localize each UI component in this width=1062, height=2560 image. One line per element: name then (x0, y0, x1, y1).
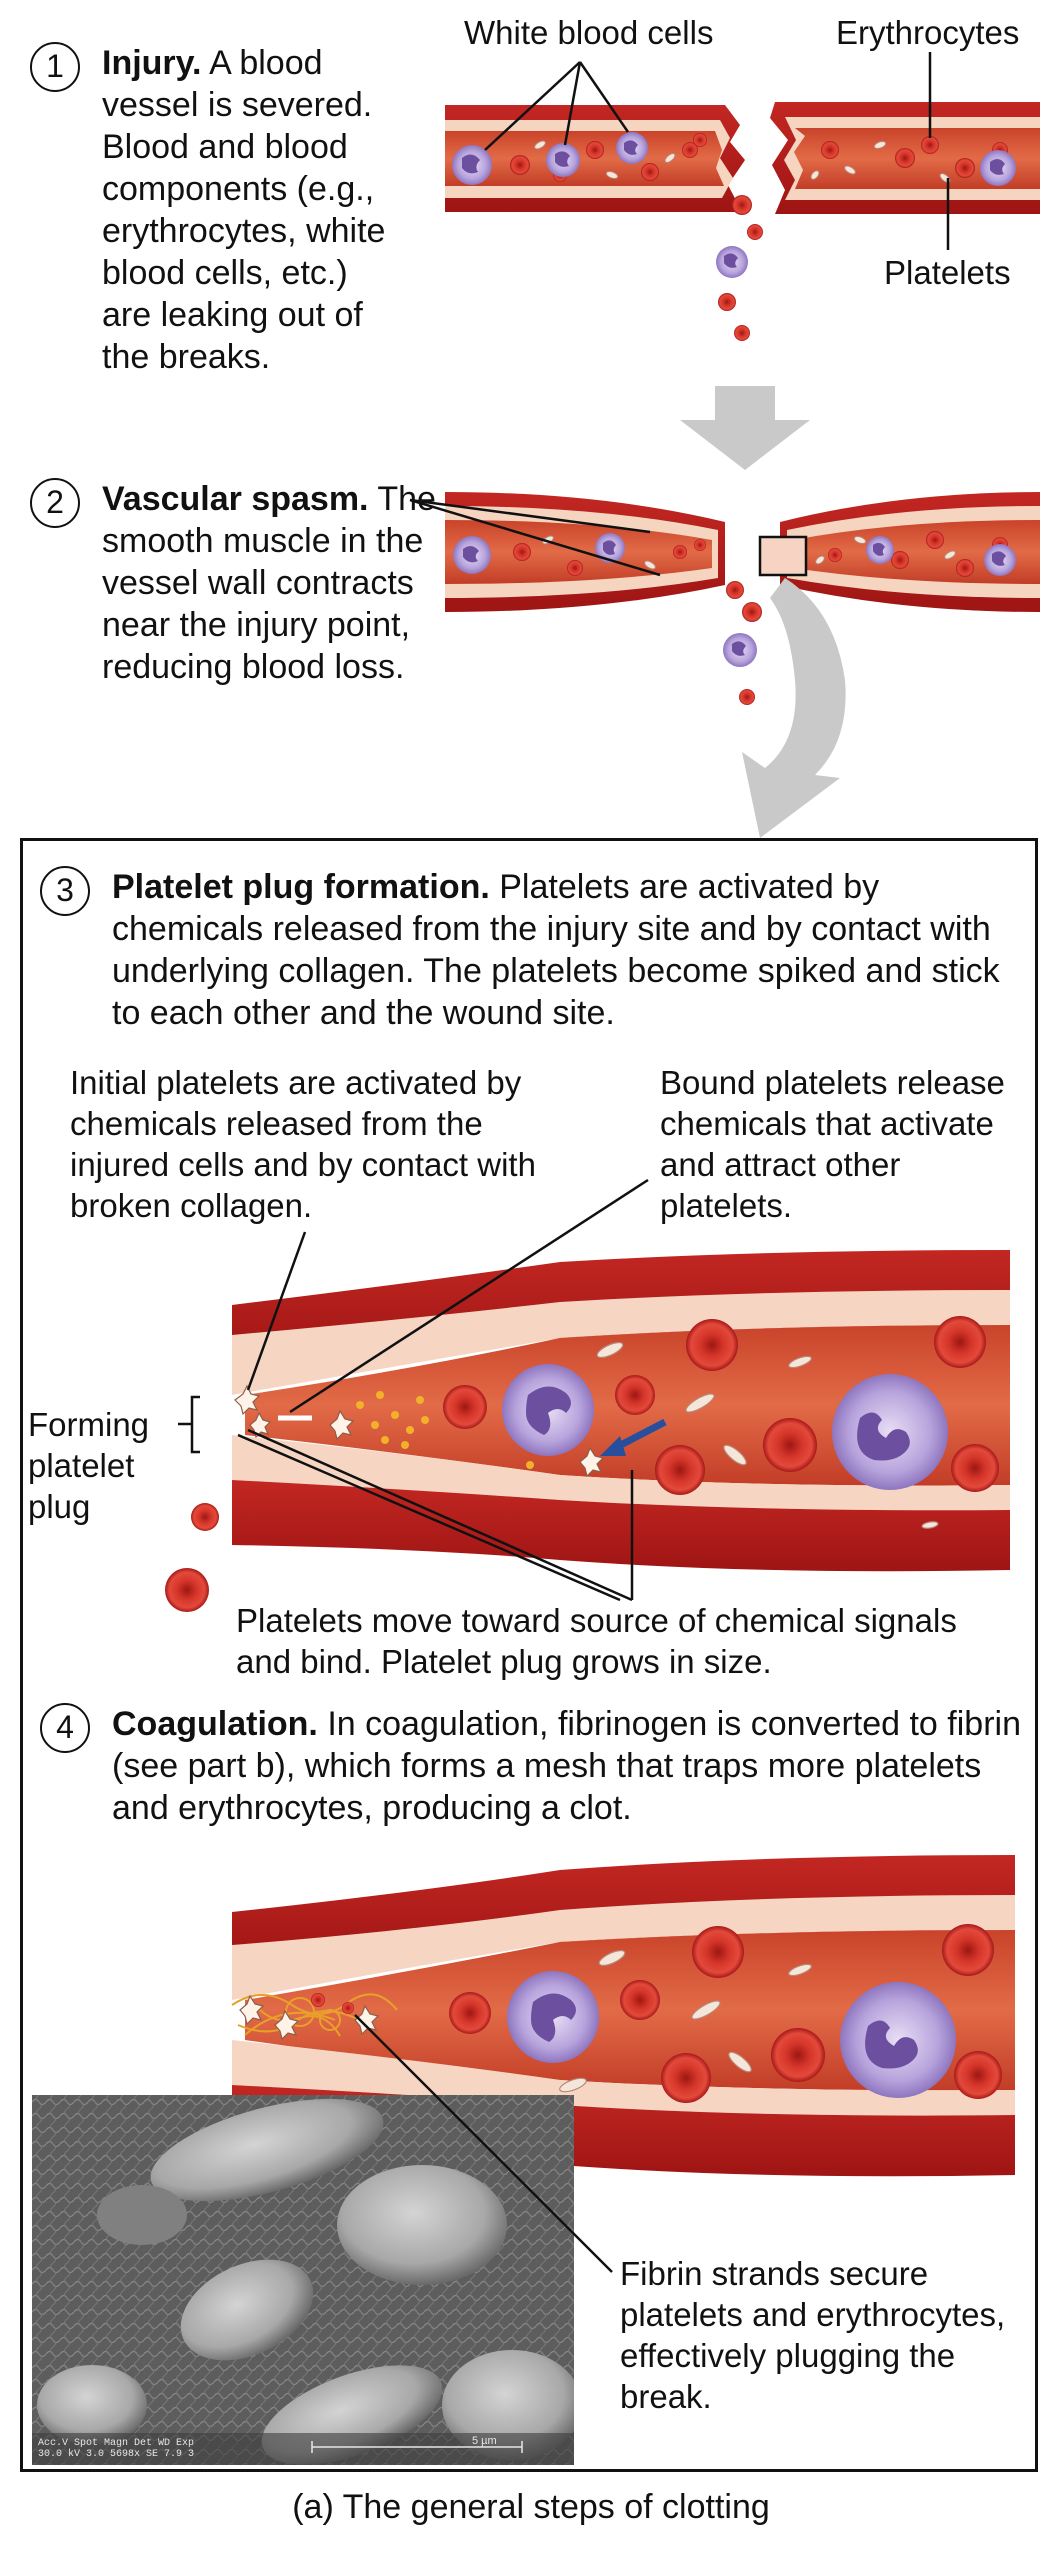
detail-panel (20, 838, 1038, 2472)
step2-body: The smooth muscle in the vessel wall con… (102, 480, 436, 686)
step-number-3: 3 (40, 866, 90, 916)
label-forming-plug-1: Forming (28, 1406, 150, 1443)
label-platelets: Platelets (884, 254, 1011, 291)
sem-scalebar-label: 5 µm (472, 2435, 497, 2447)
step3-heading: Platelet plug formation. (112, 868, 490, 906)
step1-description: Injury. A blood vessel is severed. Blood… (102, 42, 402, 378)
step1-heading: Injury. (102, 44, 202, 82)
step-number-4: 4 (40, 1703, 90, 1753)
label-forming-plug-3: plug (28, 1488, 91, 1525)
movement-arrow (600, 1418, 667, 1456)
label-forming-plug-2: platelet (28, 1447, 135, 1484)
step2-vessel (409, 492, 1040, 705)
label-fibrin-strands: Fibrin strands secure platelets and eryt… (620, 2255, 1006, 2415)
step1-leader-lines (484, 52, 950, 250)
down-arrow (680, 386, 810, 470)
step4-description: Coagulation. In coagulation, fibrinogen … (112, 1703, 1022, 1829)
step1-vessel (445, 52, 1040, 341)
label-bound-platelets: Bound platelets release chemicals that a… (660, 1064, 1005, 1224)
sem-micrograph-image: Acc.V Spot Magn Det WD Exp 30.0 kV 3.0 5… (32, 2095, 574, 2465)
step3-leukocytes (502, 1364, 948, 1490)
label-initial-platelets: Initial platelets are activated by chemi… (70, 1064, 536, 1224)
sem-micrograph: Acc.V Spot Magn Det WD Exp 30.0 kV 3.0 5… (32, 2095, 574, 2465)
fibrin-clot (231, 1993, 398, 2037)
label-white-blood-cells: White blood cells (464, 14, 714, 51)
step4-heading: Coagulation. (112, 1705, 318, 1743)
label-erythrocytes: Erythrocytes (836, 14, 1020, 51)
step3-erythrocytes (443, 1316, 999, 1495)
step-number-1: 1 (30, 42, 80, 92)
step3-description: Platelet plug formation. Platelets are a… (112, 866, 1022, 1034)
leukocyte-group (452, 132, 1016, 186)
leaking-cells (716, 195, 763, 341)
figure-caption: (a) The general steps of clotting (292, 2488, 770, 2526)
step2-description: Vascular spasm. The smooth muscle in the… (102, 478, 442, 688)
step4-body: In coagulation, fibrinogen is converted … (112, 1705, 1021, 1827)
step3-vessel (165, 1178, 1010, 1612)
curved-arrow (742, 578, 846, 838)
chemical-signals (356, 1391, 534, 1469)
step2-heading: Vascular spasm. (102, 480, 369, 518)
step3-body: Platelets are activated by chemicals rel… (112, 868, 1000, 1032)
sem-readout: Acc.V Spot Magn Det WD Exp 30.0 kV 3.0 5… (38, 2438, 200, 2460)
step1-body: A blood vessel is severed. Blood and blo… (102, 44, 386, 376)
label-platelets-move: Platelets move toward source of chemical… (236, 1602, 957, 1680)
step-number-2: 2 (30, 478, 80, 528)
magnify-box (758, 535, 808, 577)
